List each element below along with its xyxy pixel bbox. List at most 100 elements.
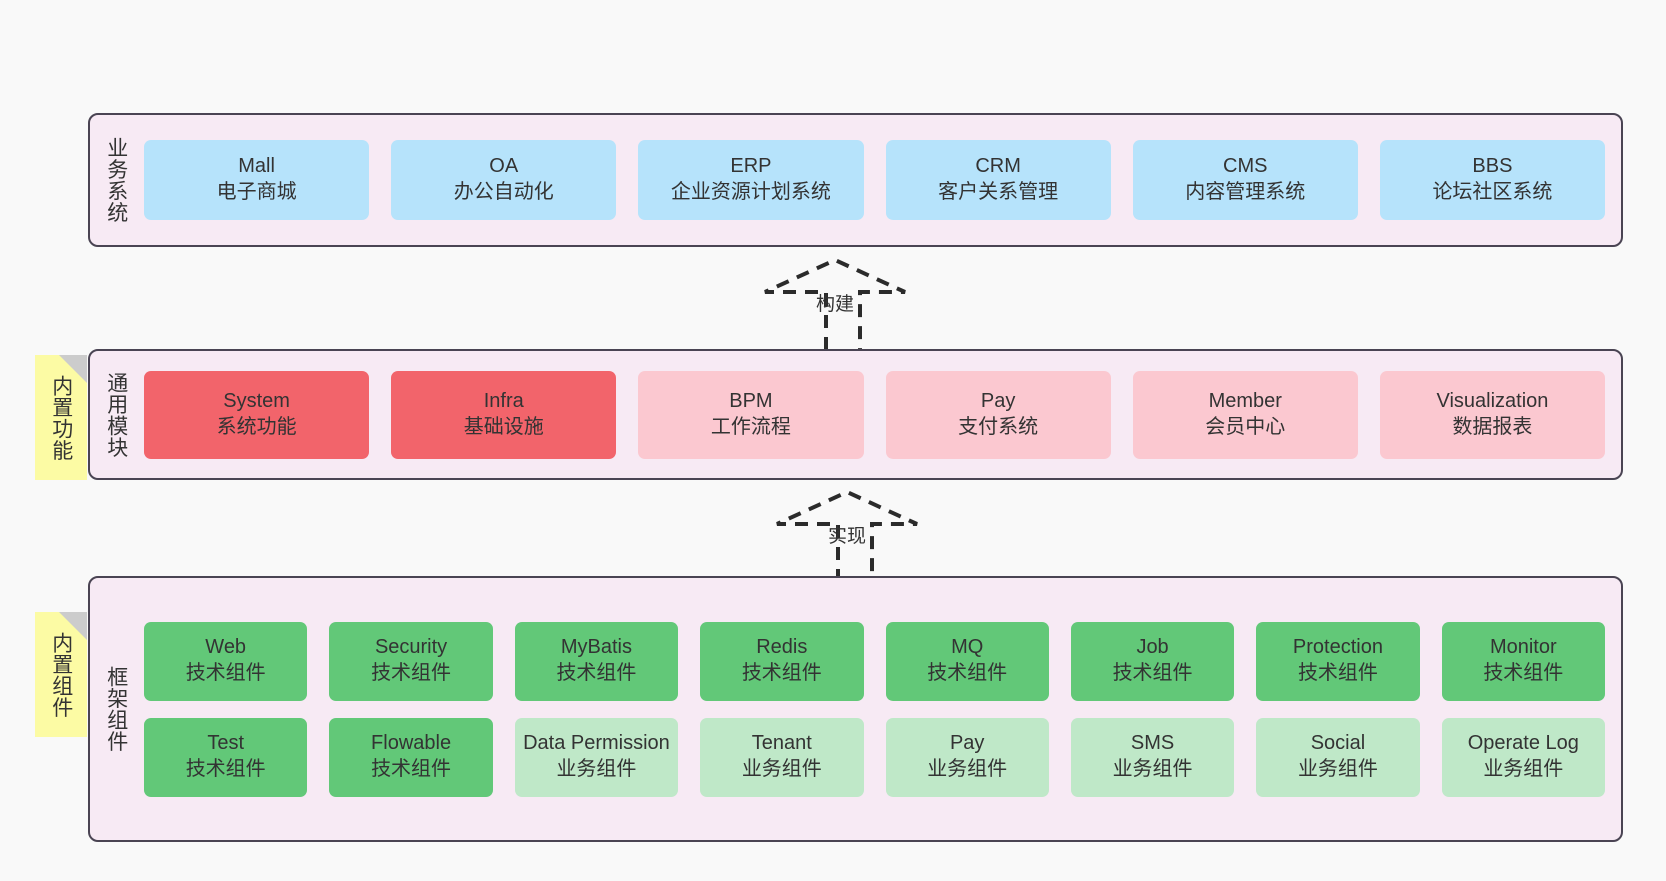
node-flowable[interactable]: Flowable 技术组件	[329, 717, 493, 797]
node-subtitle: 业务组件	[741, 758, 822, 780]
node-row: Mall 电子商城 OA 办公自动化 ERP 企业资源计划系统 CRM 客户关系…	[144, 140, 1606, 220]
layer-label-modules: 通用模块	[104, 371, 128, 458]
node-title: MQ	[951, 636, 984, 659]
node-redis[interactable]: Redis 技术组件	[700, 621, 864, 701]
node-pay-component[interactable]: Pay 业务组件	[885, 717, 1049, 797]
node-title: Web	[205, 636, 247, 659]
node-subtitle: 业务组件	[1112, 758, 1193, 780]
node-bpm[interactable]: BPM 工作流程	[638, 370, 864, 459]
node-subtitle: 基础设施	[463, 415, 544, 438]
node-subtitle: 工作流程	[710, 415, 791, 438]
node-job[interactable]: Job 技术组件	[1070, 621, 1235, 701]
implement-arrow-outline	[776, 489, 918, 582]
node-visualization[interactable]: Visualization 数据报表	[1379, 370, 1606, 459]
node-title: Infra	[483, 389, 524, 412]
node-subtitle: 系统功能	[216, 415, 297, 438]
node-subtitle: 业务组件	[1483, 758, 1564, 780]
note-fold-icon	[59, 355, 87, 383]
connector-implement: 实现	[772, 489, 922, 582]
node-title: Flowable	[371, 732, 452, 755]
node-row: Web 技术组件 Security 技术组件 MyBatis 技术组件 Redi…	[144, 621, 1605, 701]
node-web[interactable]: Web 技术组件	[144, 621, 308, 701]
sticky-note-builtin-features: 内置功能	[35, 355, 87, 480]
node-title: Pay	[949, 732, 985, 755]
connector-implement-label: 实现	[827, 526, 867, 547]
node-title: Member	[1208, 389, 1282, 412]
layer-label-framework: 框架组件	[104, 666, 128, 752]
node-social[interactable]: Social 业务组件	[1256, 717, 1420, 797]
node-security[interactable]: Security 技术组件	[329, 621, 493, 701]
layer-band-business: 业务系统 Mall 电子商城 OA 办公自动化 ERP 企业资源计划系统 CRM…	[88, 113, 1623, 247]
node-subtitle: 业务组件	[1297, 758, 1378, 780]
node-title: BPM	[729, 389, 773, 412]
build-arrow-outline	[764, 257, 906, 350]
node-protection[interactable]: Protection 技术组件	[1256, 621, 1420, 701]
node-title: Operate Log	[1467, 732, 1579, 755]
node-row: System 系统功能 Infra 基础设施 BPM 工作流程 Pay 支付系统…	[144, 370, 1606, 459]
node-subtitle: 技术组件	[185, 758, 266, 780]
node-member[interactable]: Member 会员中心	[1132, 370, 1358, 459]
node-subtitle: 电子商城	[216, 181, 297, 203]
sticky-note-builtin-components: 内置组件	[35, 612, 87, 737]
node-mybatis[interactable]: MyBatis 技术组件	[514, 621, 679, 701]
sticky-note-label: 内置功能	[49, 374, 73, 461]
node-subtitle: 数据报表	[1452, 415, 1533, 438]
node-title: Redis	[756, 636, 808, 659]
node-subtitle: 技术组件	[185, 662, 266, 684]
node-mall[interactable]: Mall 电子商城	[144, 140, 370, 220]
node-subtitle: 业务组件	[927, 758, 1008, 780]
node-mq[interactable]: MQ 技术组件	[885, 621, 1049, 701]
node-subtitle: 业务组件	[556, 758, 637, 780]
node-title: Test	[207, 732, 245, 755]
node-title: SMS	[1130, 732, 1175, 755]
node-title: Visualization	[1436, 389, 1549, 412]
node-data-permission[interactable]: Data Permission 业务组件	[514, 717, 679, 797]
connector-build: 构建	[760, 257, 910, 350]
node-tenant[interactable]: Tenant 业务组件	[700, 717, 864, 797]
layer-body-framework: Web 技术组件 Security 技术组件 MyBatis 技术组件 Redi…	[142, 578, 1621, 840]
node-title: Pay	[980, 389, 1016, 412]
node-title: Data Permission	[523, 732, 670, 755]
node-operate-log[interactable]: Operate Log 业务组件	[1441, 717, 1605, 797]
layer-label-business: 业务系统	[104, 137, 128, 223]
node-title: System	[223, 389, 290, 412]
node-subtitle: 技术组件	[371, 758, 452, 780]
node-subtitle: 技术组件	[1483, 662, 1564, 684]
node-crm[interactable]: CRM 客户关系管理	[885, 140, 1111, 220]
node-cms[interactable]: CMS 内容管理系统	[1132, 140, 1358, 220]
connector-build-label: 构建	[815, 294, 855, 315]
node-subtitle: 技术组件	[371, 662, 452, 684]
node-title: ERP	[730, 155, 772, 178]
layer-band-framework: 框架组件 Web 技术组件 Security 技术组件 MyBatis 技术组件…	[88, 576, 1623, 842]
node-subtitle: 会员中心	[1205, 415, 1286, 438]
node-title: BBS	[1472, 155, 1513, 178]
node-title: CRM	[975, 155, 1021, 178]
node-subtitle: 技术组件	[741, 662, 822, 684]
node-subtitle: 技术组件	[1112, 662, 1193, 684]
node-oa[interactable]: OA 办公自动化	[391, 140, 617, 220]
node-title: Security	[374, 636, 448, 659]
node-subtitle: 技术组件	[927, 662, 1008, 684]
node-test[interactable]: Test 技术组件	[144, 717, 308, 797]
sticky-note-label: 内置组件	[49, 631, 73, 718]
node-subtitle: 客户关系管理	[938, 181, 1059, 203]
node-monitor[interactable]: Monitor 技术组件	[1441, 621, 1605, 701]
note-fold-icon	[59, 612, 87, 640]
node-infra[interactable]: Infra 基础设施	[391, 370, 617, 459]
node-subtitle: 内容管理系统	[1185, 181, 1306, 203]
node-subtitle: 技术组件	[556, 662, 637, 684]
layer-band-modules: 通用模块 System 系统功能 Infra 基础设施 BPM 工作流程 Pay…	[88, 349, 1623, 480]
layer-body-modules: System 系统功能 Infra 基础设施 BPM 工作流程 Pay 支付系统…	[142, 351, 1621, 478]
node-subtitle: 企业资源计划系统	[670, 181, 831, 203]
node-title: CMS	[1223, 155, 1268, 178]
layer-body-business: Mall 电子商城 OA 办公自动化 ERP 企业资源计划系统 CRM 客户关系…	[142, 115, 1621, 245]
node-pay-module[interactable]: Pay 支付系统	[885, 370, 1111, 459]
node-bbs[interactable]: BBS 论坛社区系统	[1379, 140, 1606, 220]
node-erp[interactable]: ERP 企业资源计划系统	[638, 140, 864, 220]
node-subtitle: 论坛社区系统	[1432, 181, 1553, 203]
node-sms[interactable]: SMS 业务组件	[1070, 717, 1235, 797]
node-system[interactable]: System 系统功能	[144, 370, 370, 459]
node-title: MyBatis	[560, 636, 632, 659]
node-title: Social	[1310, 732, 1366, 755]
node-title: Protection	[1292, 636, 1383, 659]
